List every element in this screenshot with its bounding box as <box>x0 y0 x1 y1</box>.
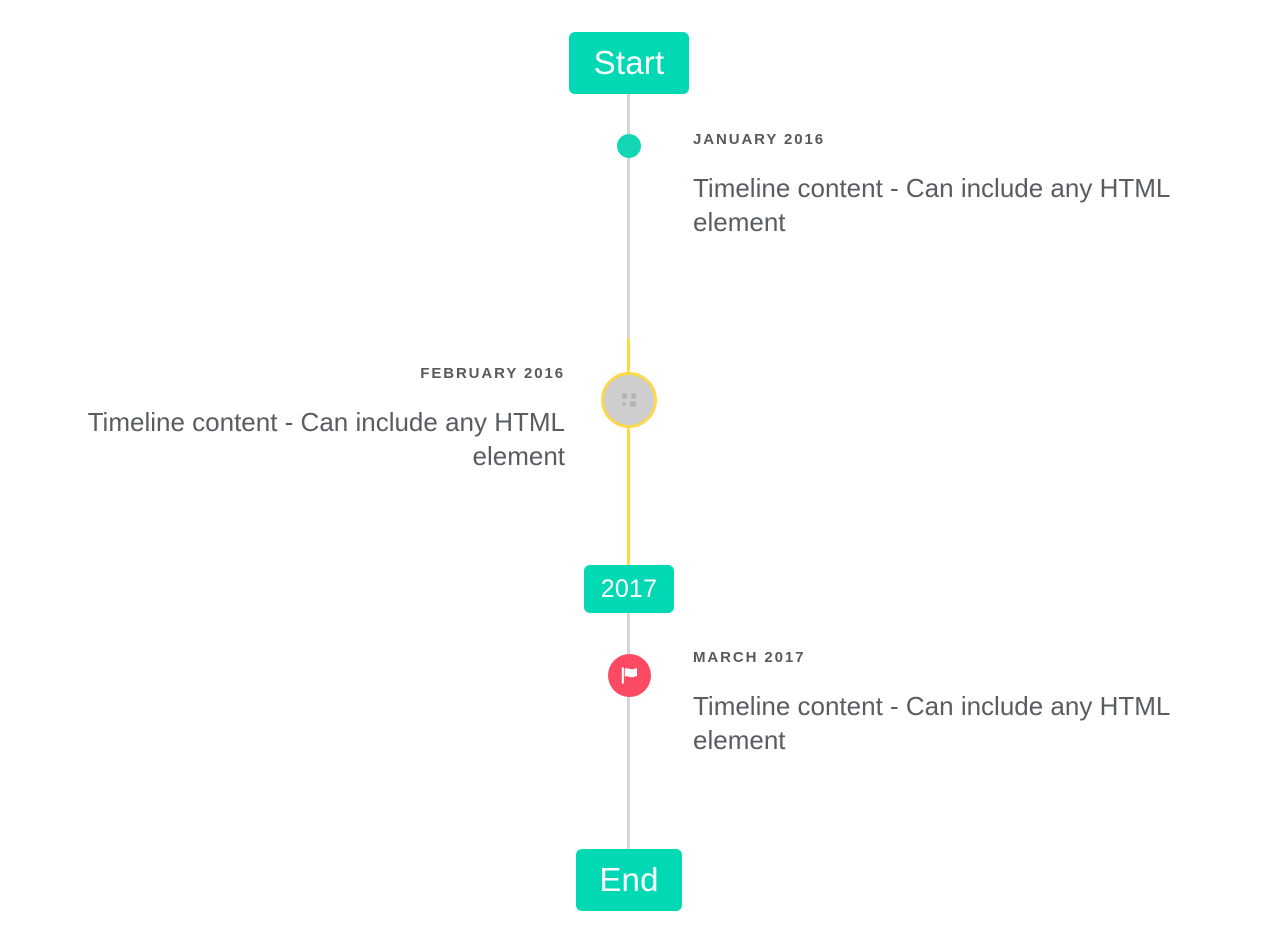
timeline-end-badge[interactable]: End <box>576 849 682 911</box>
timeline-marker-february-2016[interactable] <box>601 372 657 428</box>
timeline-entry-date: MARCH 2017 <box>693 649 806 666</box>
timeline-entry-date: FEBRUARY 2016 <box>420 365 565 382</box>
timeline-marker-january-2016[interactable] <box>617 134 641 158</box>
timeline-line-segment-top <box>627 92 630 340</box>
timeline-year-badge-2017[interactable]: 2017 <box>584 565 674 613</box>
timeline-line-segment-highlight <box>627 338 630 572</box>
timeline-start-badge[interactable]: Start <box>569 32 689 94</box>
timeline-year-label: 2017 <box>600 574 658 603</box>
placeholder-glyph-icon <box>622 393 636 407</box>
timeline-entry-march-2017: MARCH 2017 Timeline content - Can includ… <box>693 649 1233 758</box>
timeline-line-segment-bottom <box>627 610 630 858</box>
timeline-marker-march-2017[interactable] <box>608 654 651 697</box>
timeline-entry-january-2016: JANUARY 2016 Timeline content - Can incl… <box>693 131 1233 240</box>
timeline-entry-body: Timeline content - Can include any HTML … <box>87 406 565 472</box>
timeline-entry-body: Timeline content - Can include any HTML … <box>693 172 1170 238</box>
timeline-end-label: End <box>599 861 659 898</box>
timeline-entry-date: JANUARY 2016 <box>693 131 826 148</box>
timeline-entry-body: Timeline content - Can include any HTML … <box>693 690 1170 756</box>
flag-icon <box>621 667 638 684</box>
timeline-entry-february-2016: FEBRUARY 2016 Timeline content - Can inc… <box>35 365 565 474</box>
timeline-start-label: Start <box>593 44 665 81</box>
